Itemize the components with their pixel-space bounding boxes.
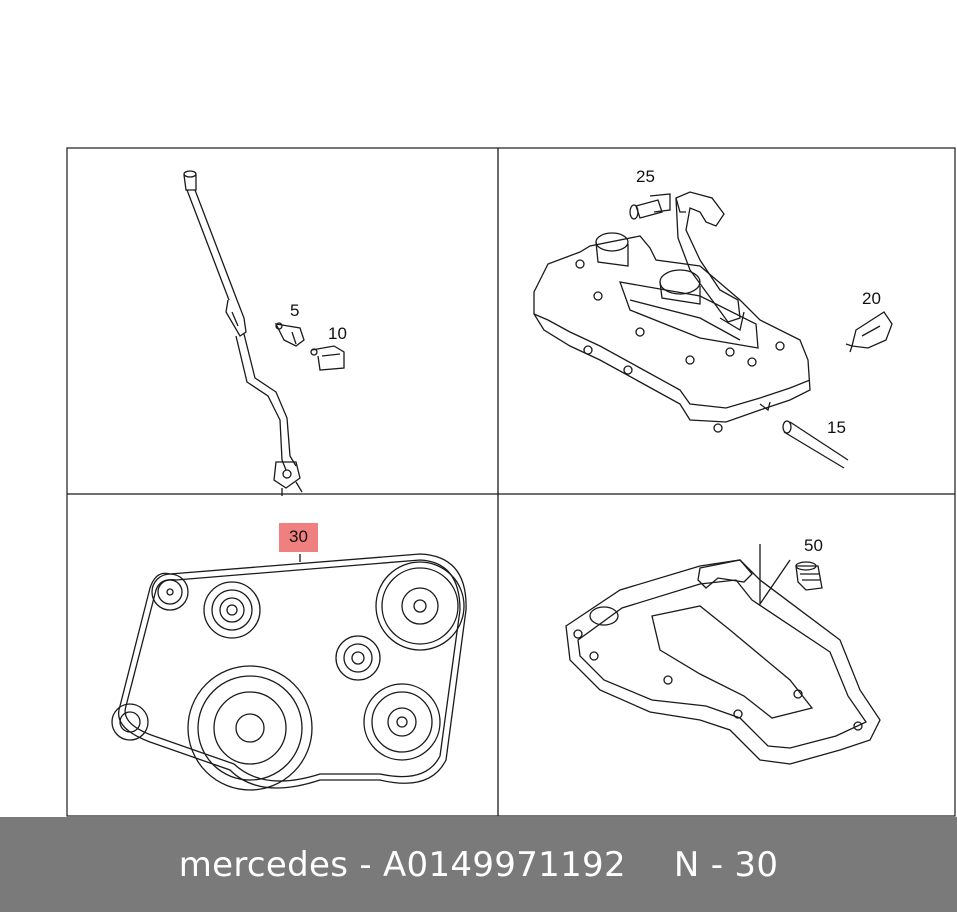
footer-caption: mercedes - A0149971192 N - 30 <box>0 817 957 912</box>
callout-part-30-highlighted: 30 <box>279 523 318 552</box>
connector-25-drawing <box>629 193 671 220</box>
belt-drive-drawing <box>111 553 467 791</box>
cover-underside-drawing <box>565 544 881 765</box>
callout-part-25: 25 <box>636 167 655 186</box>
breather-hose-drawing <box>675 191 741 323</box>
hose-15-drawing <box>782 420 849 469</box>
poly-v-belt <box>118 553 467 789</box>
clip-5-drawing <box>274 322 305 347</box>
parts-diagram <box>66 147 956 817</box>
callout-part-50: 50 <box>804 536 823 555</box>
clip-10-drawing <box>310 345 345 371</box>
clamp-20-drawing <box>845 311 893 353</box>
callout-part-5: 5 <box>290 301 300 320</box>
brand-part-number: mercedes - A0149971192 <box>178 844 626 885</box>
plug-50-drawing <box>795 561 823 591</box>
position-number: N - 30 <box>673 844 779 885</box>
callout-part-10: 10 <box>328 324 347 343</box>
panel-frame <box>66 147 956 817</box>
callout-part-15: 15 <box>827 418 846 437</box>
dipstick-tube-drawing <box>183 170 303 496</box>
cylinder-head-cover-drawing <box>533 232 811 433</box>
callout-part-20: 20 <box>862 289 881 308</box>
